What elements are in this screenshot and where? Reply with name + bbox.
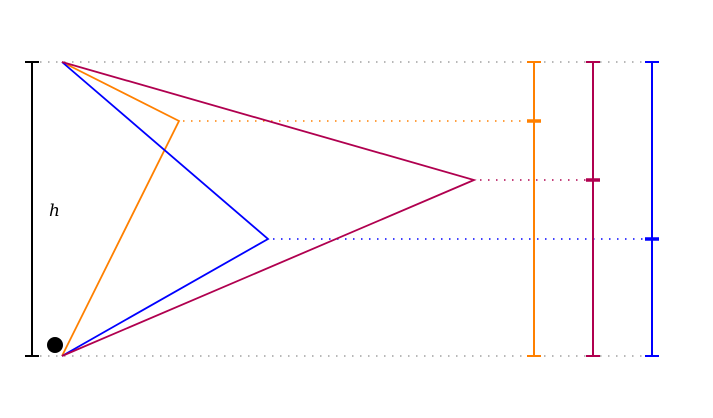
blue-triangle (61, 61, 270, 357)
height-label: h (49, 201, 60, 221)
blue-height-bar (645, 61, 659, 357)
orange-triangle (61, 61, 181, 357)
orange-height-bar (527, 61, 541, 357)
crimson-height-bar (586, 61, 600, 357)
crimson-triangle (61, 61, 477, 357)
origin-dot (47, 337, 63, 353)
height-bar (25, 61, 39, 357)
